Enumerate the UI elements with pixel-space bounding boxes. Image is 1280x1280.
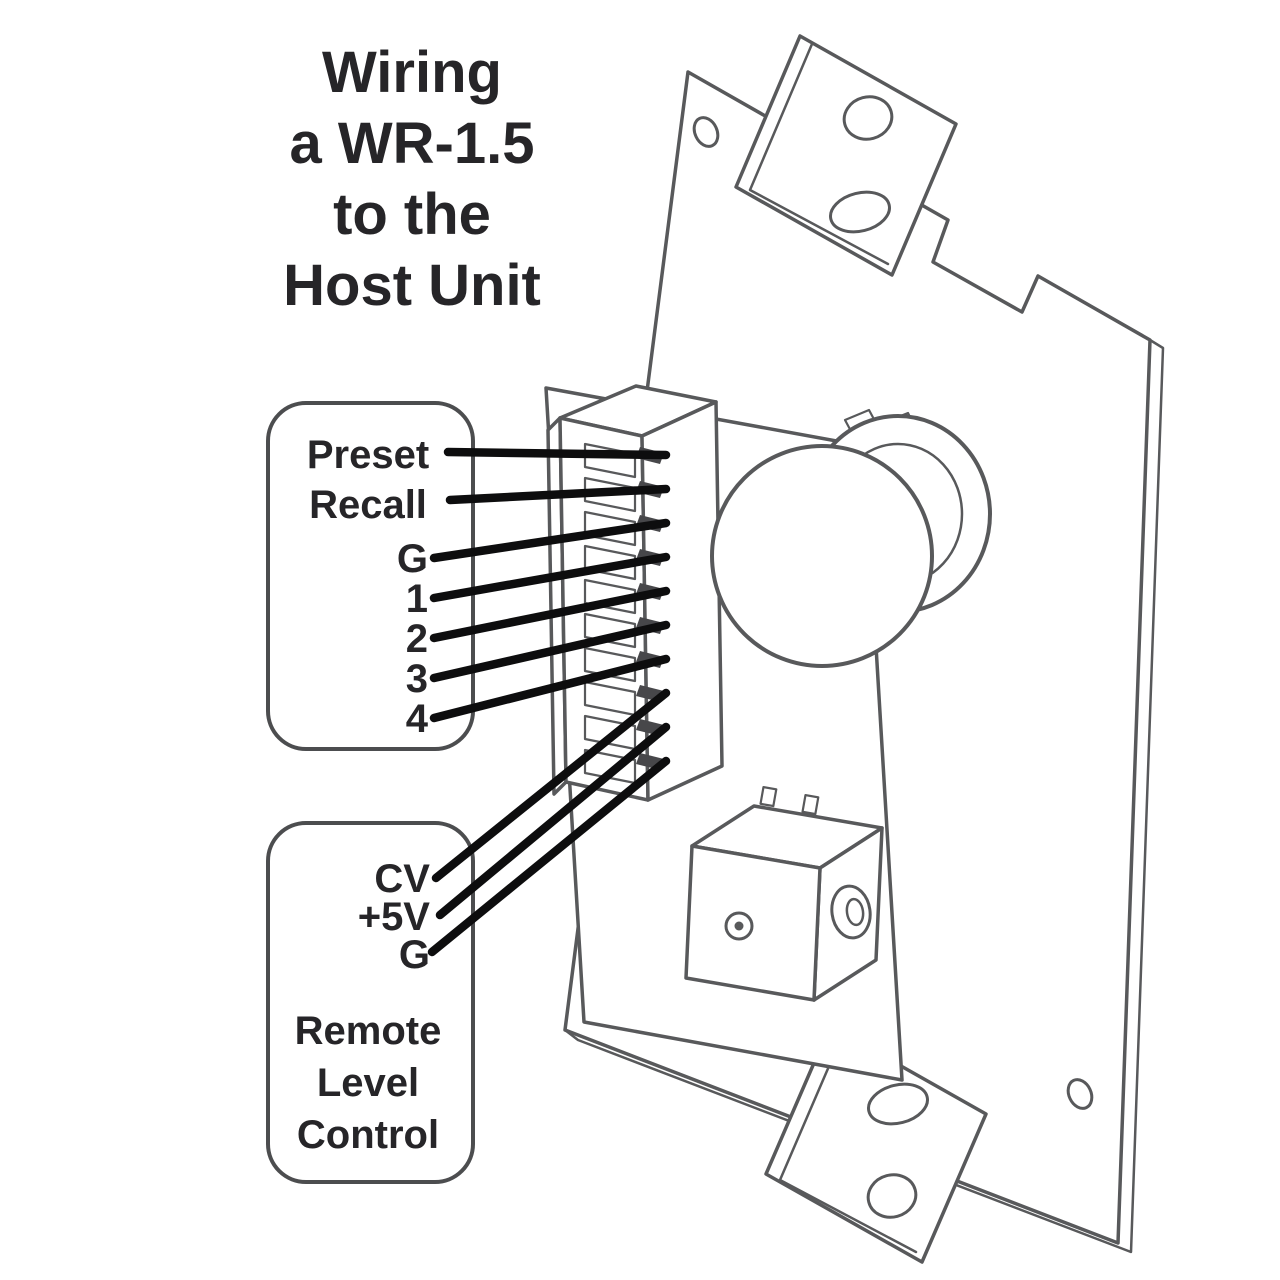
remote-level-callout: CV +5V G Remote Level Control [266, 821, 475, 1184]
title-line-4: Host Unit [283, 253, 541, 318]
bracket-top-round-hole-icon [842, 95, 894, 141]
host-unit-drawing [544, 34, 1165, 1264]
preset-heading-line-2: Recall [309, 483, 427, 527]
wire-preset-4 [429, 654, 671, 723]
jack-barrel-icon [830, 884, 872, 940]
wall-plate-thickness-edge [563, 338, 1165, 1254]
jack-front-pin-icon [734, 921, 744, 931]
bracket-bottom-fold-lines [778, 1034, 918, 1254]
bracket-top-slot-hole-icon [829, 190, 891, 234]
pin-label-preset-2: 2 [406, 617, 428, 661]
wire-remote-g [427, 756, 671, 957]
mounting-bracket-top [734, 34, 958, 277]
pin-label-preset-3: 3 [406, 657, 428, 701]
pin-label-preset-g: G [397, 537, 428, 581]
screw-hole-top-icon [692, 116, 720, 148]
volume-knob [710, 408, 992, 668]
pin-label-5v: +5V [358, 895, 431, 939]
wire-preset-recall-1 [443, 447, 671, 460]
remote-heading-line-2: Level [317, 1061, 419, 1105]
knob-face [710, 444, 934, 668]
remote-level-border [266, 821, 475, 1184]
wires [427, 447, 671, 957]
wire-cv [431, 688, 671, 883]
pin-label-preset-1: 1 [406, 577, 428, 621]
preset-recall-callout: Preset Recall G 1 2 3 4 [266, 401, 475, 751]
wire-preset-recall-2 [445, 484, 671, 505]
bracket-bottom-slot-hole-icon [867, 1082, 929, 1126]
wire-preset-2 [429, 586, 671, 643]
preset-heading-line-1: Preset [307, 433, 429, 477]
title-line-2: a WR-1.5 [290, 111, 535, 176]
mounting-bracket-bottom [764, 1024, 988, 1264]
bracket-bottom-round-hole-icon [866, 1173, 918, 1219]
preset-recall-border [266, 401, 475, 751]
wire-5v [435, 722, 671, 920]
pin-label-preset-4: 4 [406, 697, 429, 741]
pin-label-cv: CV [374, 857, 430, 901]
jack-prong [801, 793, 820, 816]
bracket-top-fold-lines [748, 42, 890, 266]
remote-heading-line-1: Remote [295, 1009, 442, 1053]
title-line-1: Wiring [322, 40, 502, 105]
title: Wiring a WR-1.5 to the Host Unit [283, 40, 541, 318]
jack-barrel-pin-icon [845, 897, 865, 927]
remote-heading-line-3: Control [297, 1113, 439, 1157]
title-line-3: to the [333, 182, 491, 247]
screw-hole-bottom-icon [1066, 1078, 1094, 1110]
power-jack [684, 785, 884, 1002]
wire-preset-g [429, 518, 671, 563]
wire-preset-3 [429, 620, 671, 683]
jack-prong [759, 785, 778, 808]
wire-preset-1 [429, 552, 671, 603]
pin-label-remote-g: G [399, 933, 430, 977]
